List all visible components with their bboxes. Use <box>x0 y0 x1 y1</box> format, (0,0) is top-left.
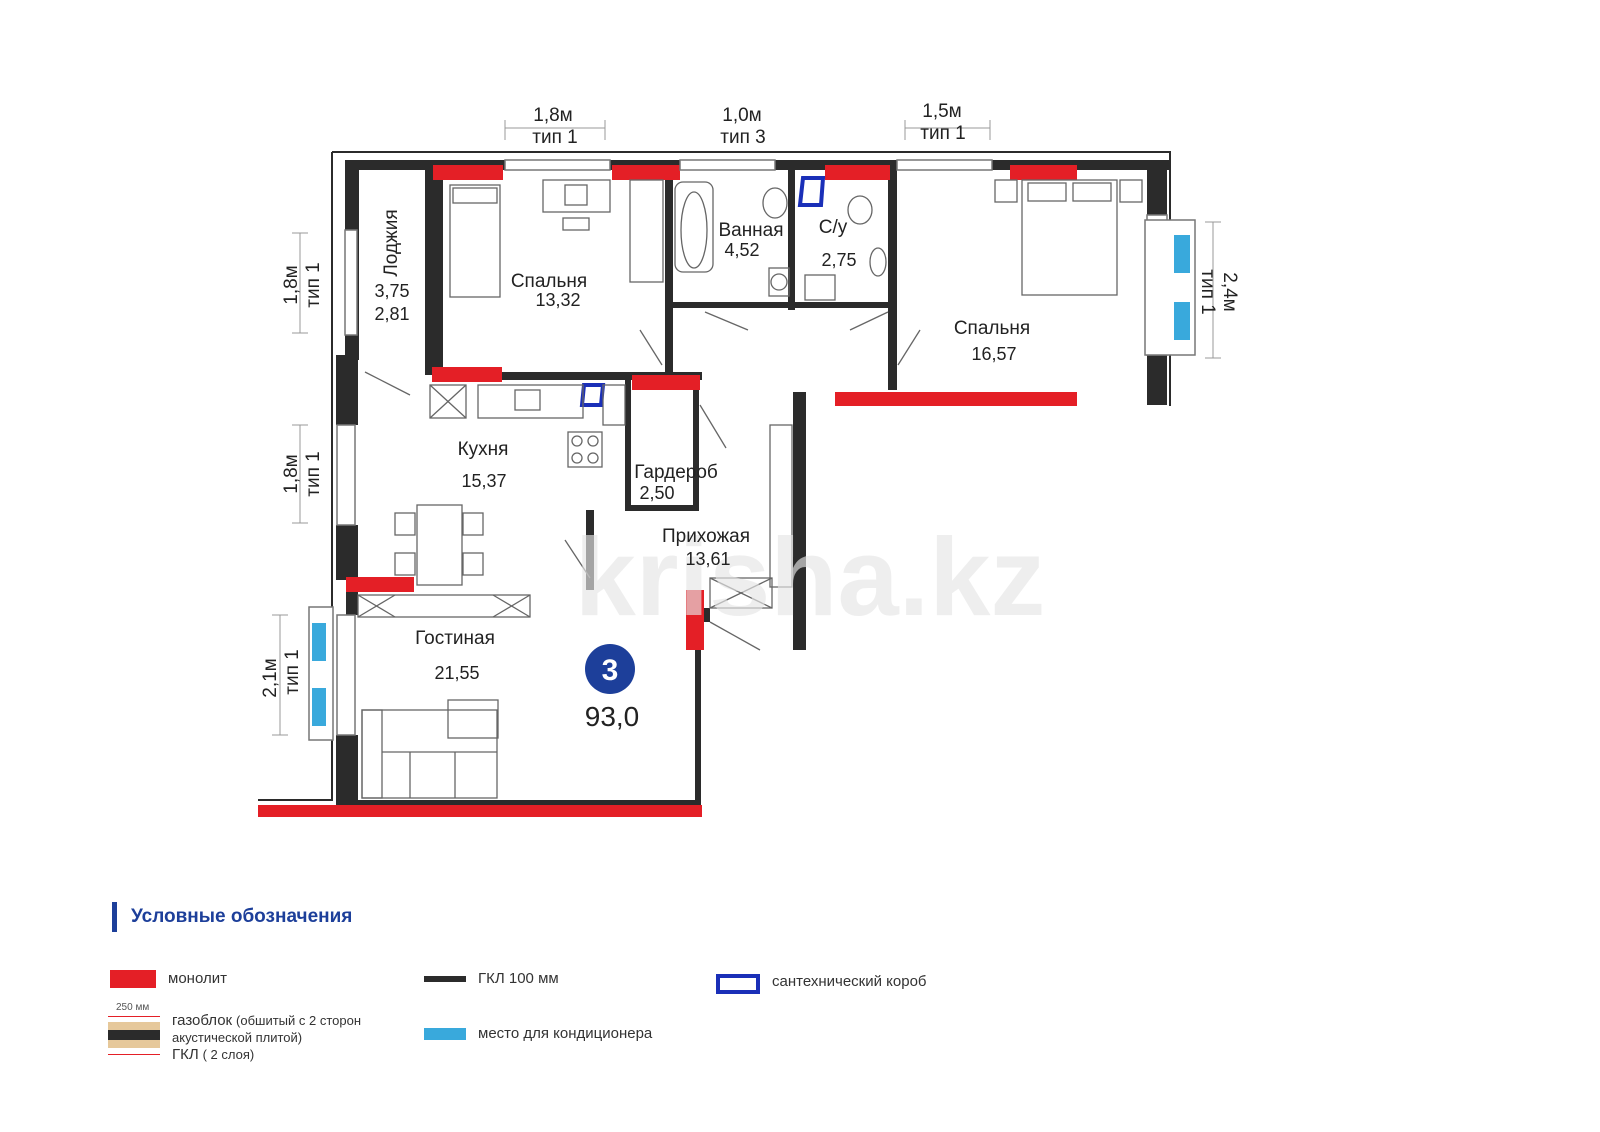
window-left-lower-type: тип 1 <box>282 649 303 694</box>
window-top-left-size: 1,8м <box>533 105 572 126</box>
rooms-count-circle <box>585 644 635 694</box>
room-labels: Лоджия 3,75 2,81 Спальня 13,32 Ванная 4,… <box>374 209 1030 683</box>
total-area: 93,0 <box>585 701 640 732</box>
legend-gazoblock-gkl: ГКЛ <box>172 1046 199 1063</box>
window-left-lower-size: 2,1м <box>260 658 281 697</box>
room-area-bedroom2: 16,57 <box>971 344 1016 364</box>
legend-gazoblock-label: газоблок <box>172 1012 233 1029</box>
window-right-size: 2,4м <box>1219 272 1240 311</box>
room-area-wardrobe: 2,50 <box>639 483 674 503</box>
room-name-wardrobe: Гардероб <box>634 462 718 483</box>
legend-shaft: сантехнический короб <box>716 973 927 994</box>
room-area2-loggia: 2,81 <box>374 304 409 324</box>
legend-title: Условные обозначения <box>112 902 352 932</box>
legend-gazoblock-note2: акустической плитой) <box>172 1030 303 1045</box>
ac-places <box>312 235 1190 726</box>
window-top-right-type: тип 1 <box>920 123 965 144</box>
room-name-bedroom2: Спальня <box>954 318 1030 339</box>
gazoblock-swatch: 250 мм <box>104 1002 164 1062</box>
room-area-living: 21,55 <box>434 663 479 683</box>
legend-gazoblock-gkl-note: ( 2 слоя) <box>202 1047 255 1062</box>
monolith-swatch <box>110 970 156 988</box>
room-name-hallway: Прихожая <box>662 526 750 547</box>
legend-monolith: монолит <box>110 970 227 988</box>
legend-gazoblock: газоблок (обшитый с 2 сторон акустическо… <box>172 1012 361 1063</box>
plumbing-shafts <box>579 176 826 407</box>
room-name-bathroom: Ванная <box>718 220 783 241</box>
window-left-middle-type: тип 1 <box>303 451 324 496</box>
window-top-middle-type: тип 3 <box>720 127 765 148</box>
room-area-hallway: 13,61 <box>685 549 730 569</box>
legend-gkl: ГКЛ 100 мм <box>424 970 559 987</box>
legend-ac: место для кондиционера <box>424 1025 652 1042</box>
legend-shaft-label: сантехнический короб <box>772 973 927 990</box>
window-top-right-size: 1,5м <box>922 101 961 122</box>
shaft-swatch <box>716 974 760 994</box>
window-left-upper-type: тип 1 <box>303 262 324 307</box>
apartment-badge: 3 93,0 <box>585 644 640 732</box>
window-left-upper-size: 1,8м <box>281 265 302 304</box>
window-labels: 1,8м тип 1 1,0м тип 3 1,5м тип 1 1,8м ти… <box>260 101 1240 698</box>
gkl-swatch <box>424 976 466 982</box>
room-area-wc: 2,75 <box>821 250 856 270</box>
gazoblock-dim: 250 мм <box>116 1002 150 1013</box>
room-name-living: Гостиная <box>415 628 495 649</box>
monolith-walls <box>258 165 1077 817</box>
ac-swatch <box>424 1028 466 1040</box>
room-name-kitchen: Кухня <box>458 439 509 460</box>
legend-gazoblock-note1: (обшитый с 2 сторон <box>236 1013 362 1028</box>
room-name-bedroom1: Спальня <box>511 271 587 292</box>
legend-ac-label: место для кондиционера <box>478 1025 653 1042</box>
window-top-left-type: тип 1 <box>532 127 577 148</box>
room-area-loggia: 3,75 <box>374 281 409 301</box>
legend-gkl-label: ГКЛ 100 мм <box>478 970 559 987</box>
room-name-loggia: Лоджия <box>381 209 402 276</box>
window-right-type: тип 1 <box>1197 269 1218 314</box>
window-top-middle-size: 1,0м <box>722 105 761 126</box>
window-left-middle-size: 1,8м <box>281 454 302 493</box>
legend-monolith-label: монолит <box>168 970 227 987</box>
room-name-wc: С/у <box>819 217 848 238</box>
watermark: krisha.kz <box>575 516 1046 639</box>
room-area-kitchen: 15,37 <box>461 471 506 491</box>
rooms-count: 3 <box>602 654 619 687</box>
furniture <box>357 179 1143 799</box>
room-area-bedroom1: 13,32 <box>535 290 580 310</box>
dimension-marks <box>272 120 1221 736</box>
floor-plan: krisha.kz Лоджия 3,75 2,81 Спальня 13,32… <box>258 101 1240 817</box>
room-area-bathroom: 4,52 <box>724 240 759 260</box>
